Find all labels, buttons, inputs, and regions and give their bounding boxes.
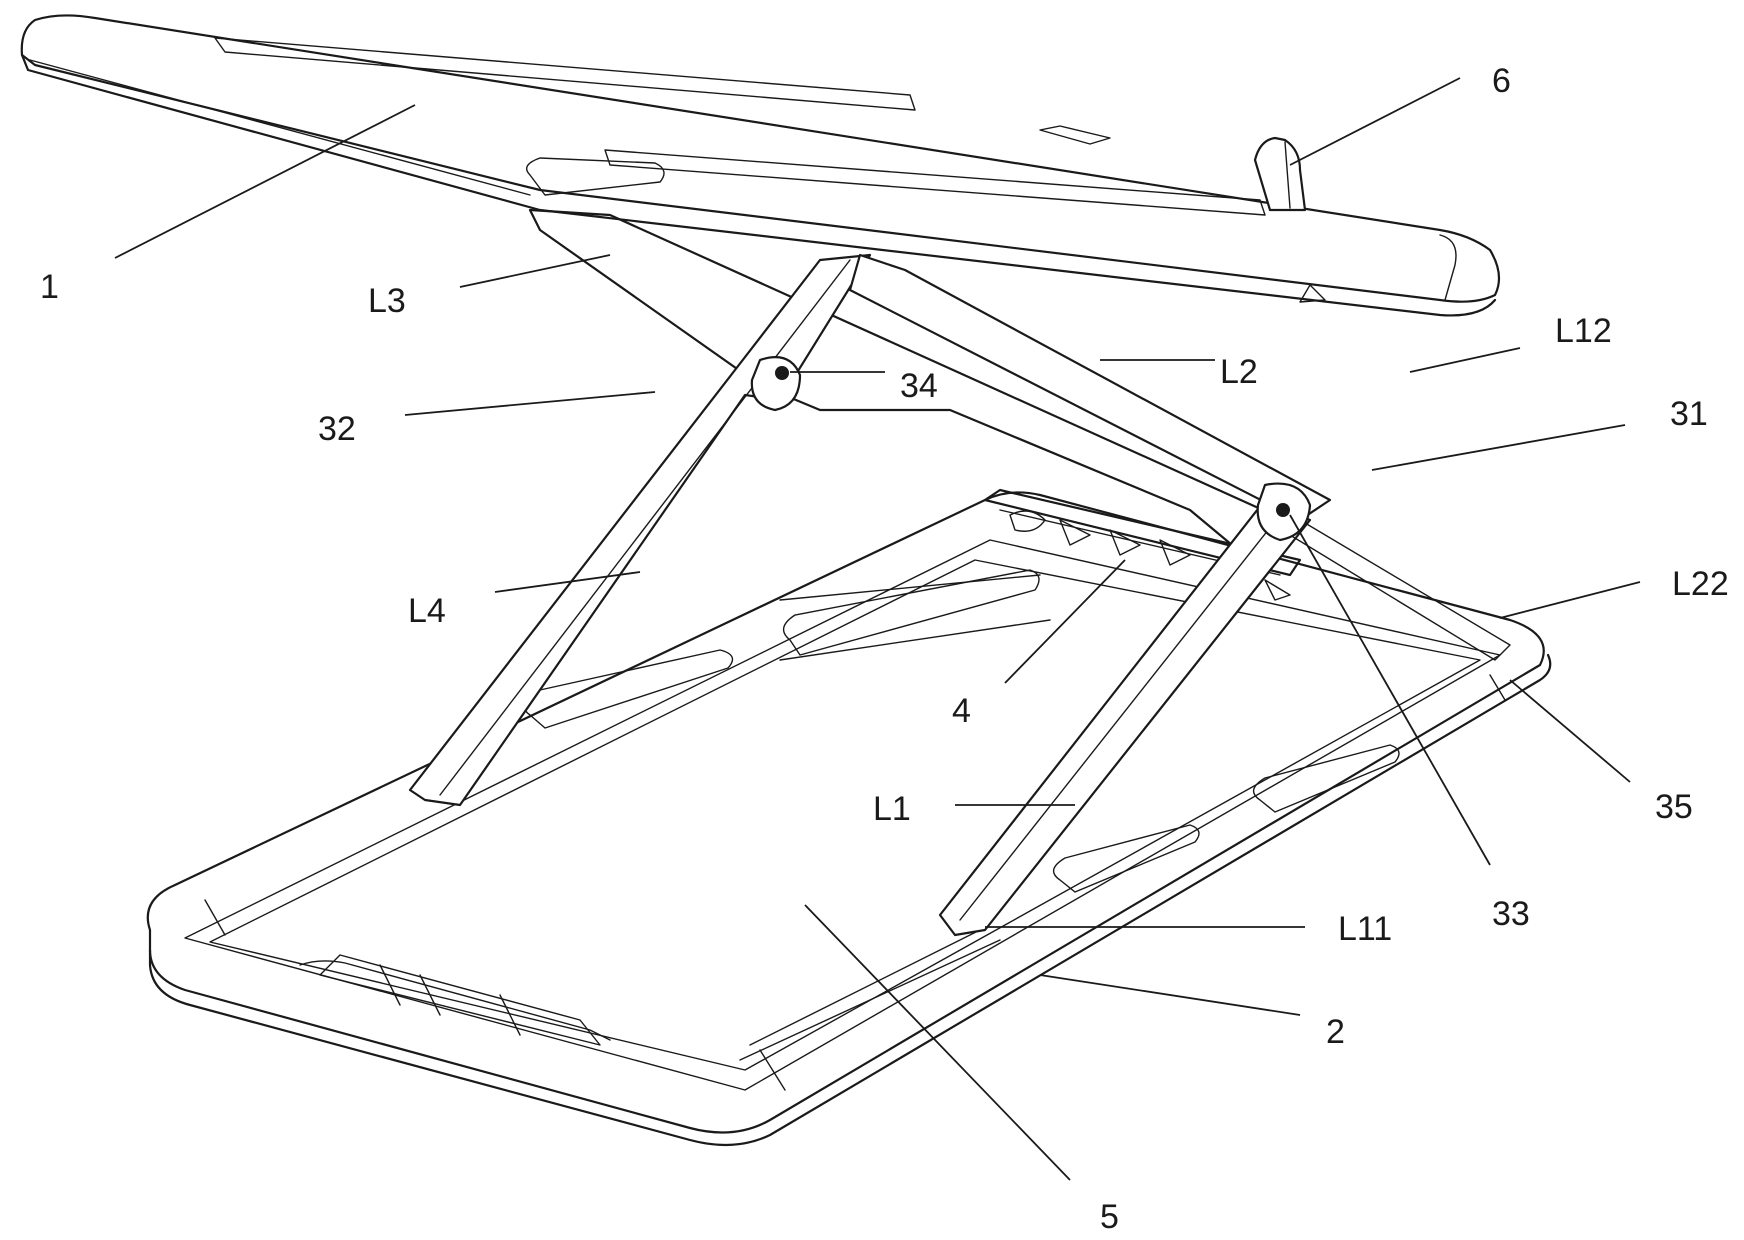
label-L3: L3 (368, 282, 406, 320)
leader-L22 (1499, 581, 1641, 619)
leader-4 (1004, 559, 1126, 684)
label-5: 5 (1100, 1198, 1119, 1236)
stopper-6 (1253, 136, 1307, 212)
leader-5 (804, 904, 1071, 1181)
pivot-34 (775, 366, 789, 380)
label-35: 35 (1655, 788, 1693, 826)
label-2: 2 (1326, 1013, 1345, 1051)
label-L22: L22 (1672, 565, 1729, 603)
label-4: 4 (952, 692, 971, 730)
label-L11: L11 (1338, 910, 1392, 948)
top-board (20, 14, 1501, 317)
leader-L3 (459, 254, 611, 288)
leader-32 (404, 391, 656, 416)
label-L2: L2 (1220, 353, 1258, 391)
leader-1 (114, 104, 416, 259)
leader-L4 (494, 571, 641, 593)
leader-L12 (1409, 347, 1521, 373)
label-34: 34 (900, 367, 938, 405)
label-L4: L4 (408, 592, 446, 630)
base-frame (146, 491, 1552, 1147)
label-31: 31 (1670, 395, 1708, 433)
label-33: 33 (1492, 895, 1530, 933)
leader-lines (114, 77, 1641, 1181)
leader-2 (1039, 974, 1301, 1016)
label-L1: L1 (873, 790, 911, 828)
reference-labels: 1 L3 34 32 L2 6 L12 31 L4 L22 4 35 L1 33… (40, 62, 1729, 1236)
label-6: 6 (1492, 62, 1511, 100)
pivot-33 (1276, 503, 1290, 517)
leader-35 (1509, 679, 1631, 783)
label-1: 1 (40, 268, 59, 306)
leg-l3-l1 (528, 208, 1312, 937)
label-32: 32 (318, 410, 356, 448)
leader-6 (1289, 77, 1461, 166)
leader-31 (1371, 424, 1626, 471)
leader-33 (1289, 514, 1491, 866)
label-L12: L12 (1555, 312, 1612, 350)
